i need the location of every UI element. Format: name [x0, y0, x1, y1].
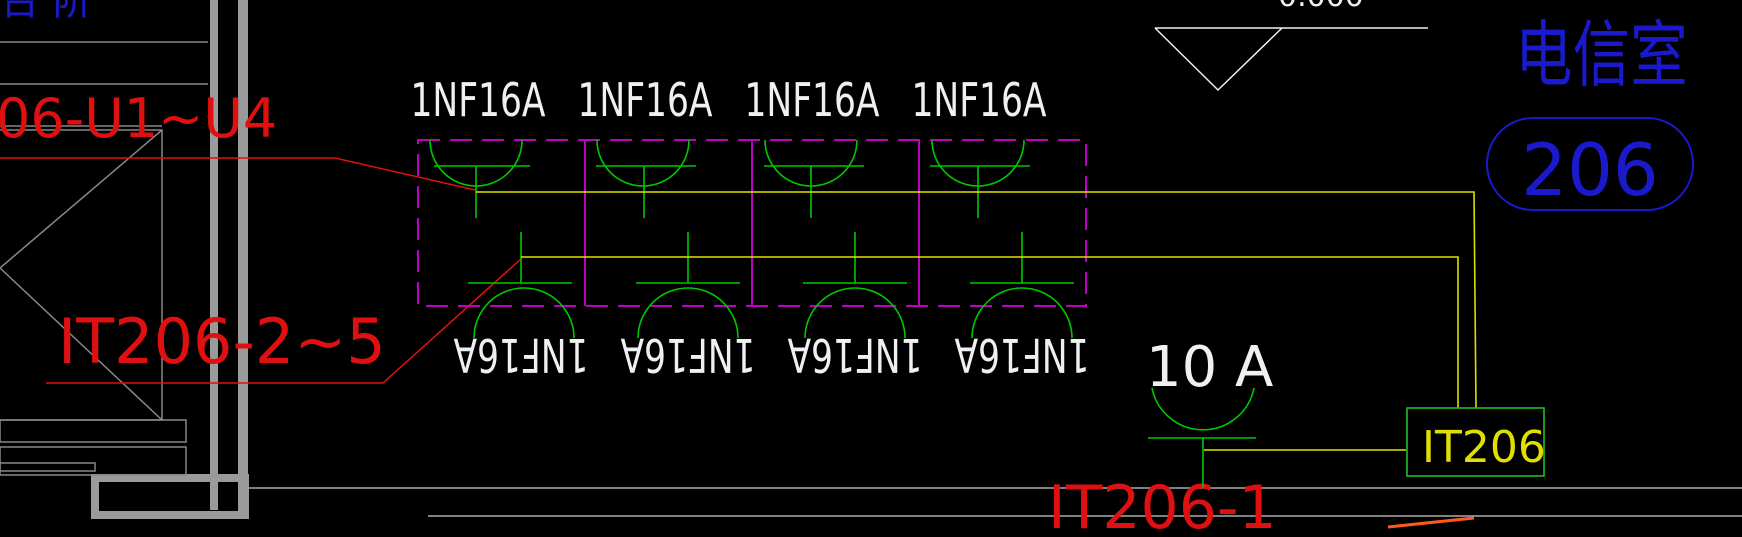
socket-labels-bottom: 1NF16A 1NF16A 1NF16A 1NF16A — [453, 328, 1089, 382]
elevation-triangle-icon — [1154, 27, 1283, 92]
socket-label: 1NF16A — [787, 328, 922, 382]
conduits — [476, 191, 1477, 451]
socket-label: 1NF16A — [453, 328, 588, 382]
socket-bottom-2[interactable] — [636, 232, 740, 339]
elevation-label: 0.000 — [1278, 0, 1364, 14]
conduit-bottom-row — [521, 256, 1459, 408]
socket-label: 1NF16A — [954, 328, 1089, 382]
left-wall — [0, 0, 1742, 519]
room-number: 206 — [1521, 128, 1658, 212]
socket-top-1[interactable] — [429, 139, 530, 218]
socket-label: 1NF16A — [577, 73, 712, 127]
conduit-top-row — [476, 191, 1477, 409]
socket-icon — [637, 287, 739, 339]
circuit-label-1: IT206-1 — [1048, 473, 1277, 537]
socket-rating-label: 10 A — [1146, 335, 1273, 400]
distribution-box-label: IT206 — [1422, 422, 1546, 473]
socket-panel[interactable] — [417, 139, 1087, 307]
socket-bottom-3[interactable] — [803, 232, 907, 339]
socket-label: 1NF16A — [410, 73, 545, 127]
socket-bottom-4[interactable] — [970, 232, 1074, 339]
stair-step — [0, 446, 187, 476]
socket-label: 1NF16A — [911, 73, 1046, 127]
circuit-label-2-5: IT206-2~5 — [58, 305, 386, 378]
stair-step — [0, 419, 187, 443]
top-left-partial-label: 台 阶 — [0, 0, 93, 24]
room-name: 电信室 — [1515, 14, 1688, 98]
socket-bottom-1[interactable] — [468, 232, 575, 339]
socket-label: 1NF16A — [744, 73, 879, 127]
socket-icon — [1151, 387, 1255, 431]
socket-icon — [804, 287, 906, 339]
socket-icon — [473, 287, 575, 339]
wall-column-a — [210, 0, 218, 510]
wall-line — [0, 129, 163, 269]
wall-footing — [91, 474, 249, 519]
room-number-bubble — [1486, 117, 1694, 211]
socket-labels-top: 1NF16A 1NF16A 1NF16A 1NF16A — [410, 73, 1046, 127]
wall-line — [0, 267, 163, 421]
socket-icon — [971, 287, 1073, 339]
socket-label: 1NF16A — [620, 328, 755, 382]
leader-line — [46, 257, 523, 384]
distribution-box[interactable] — [1406, 407, 1545, 477]
circuit-label-u1-u4: 06-U1~U4 — [0, 87, 277, 150]
socket-10a[interactable] — [1148, 387, 1256, 488]
sockets-top-row — [429, 139, 1030, 218]
socket-top-3[interactable] — [764, 139, 864, 218]
socket-top-4[interactable] — [930, 139, 1030, 218]
orange-mark — [1387, 516, 1475, 529]
stair-step — [0, 462, 96, 472]
sockets-bottom-row — [468, 232, 1074, 339]
leader-line — [0, 157, 476, 191]
socket-top-2[interactable] — [596, 139, 696, 218]
socket-icon — [596, 139, 690, 187]
wall-column-b — [238, 0, 248, 515]
